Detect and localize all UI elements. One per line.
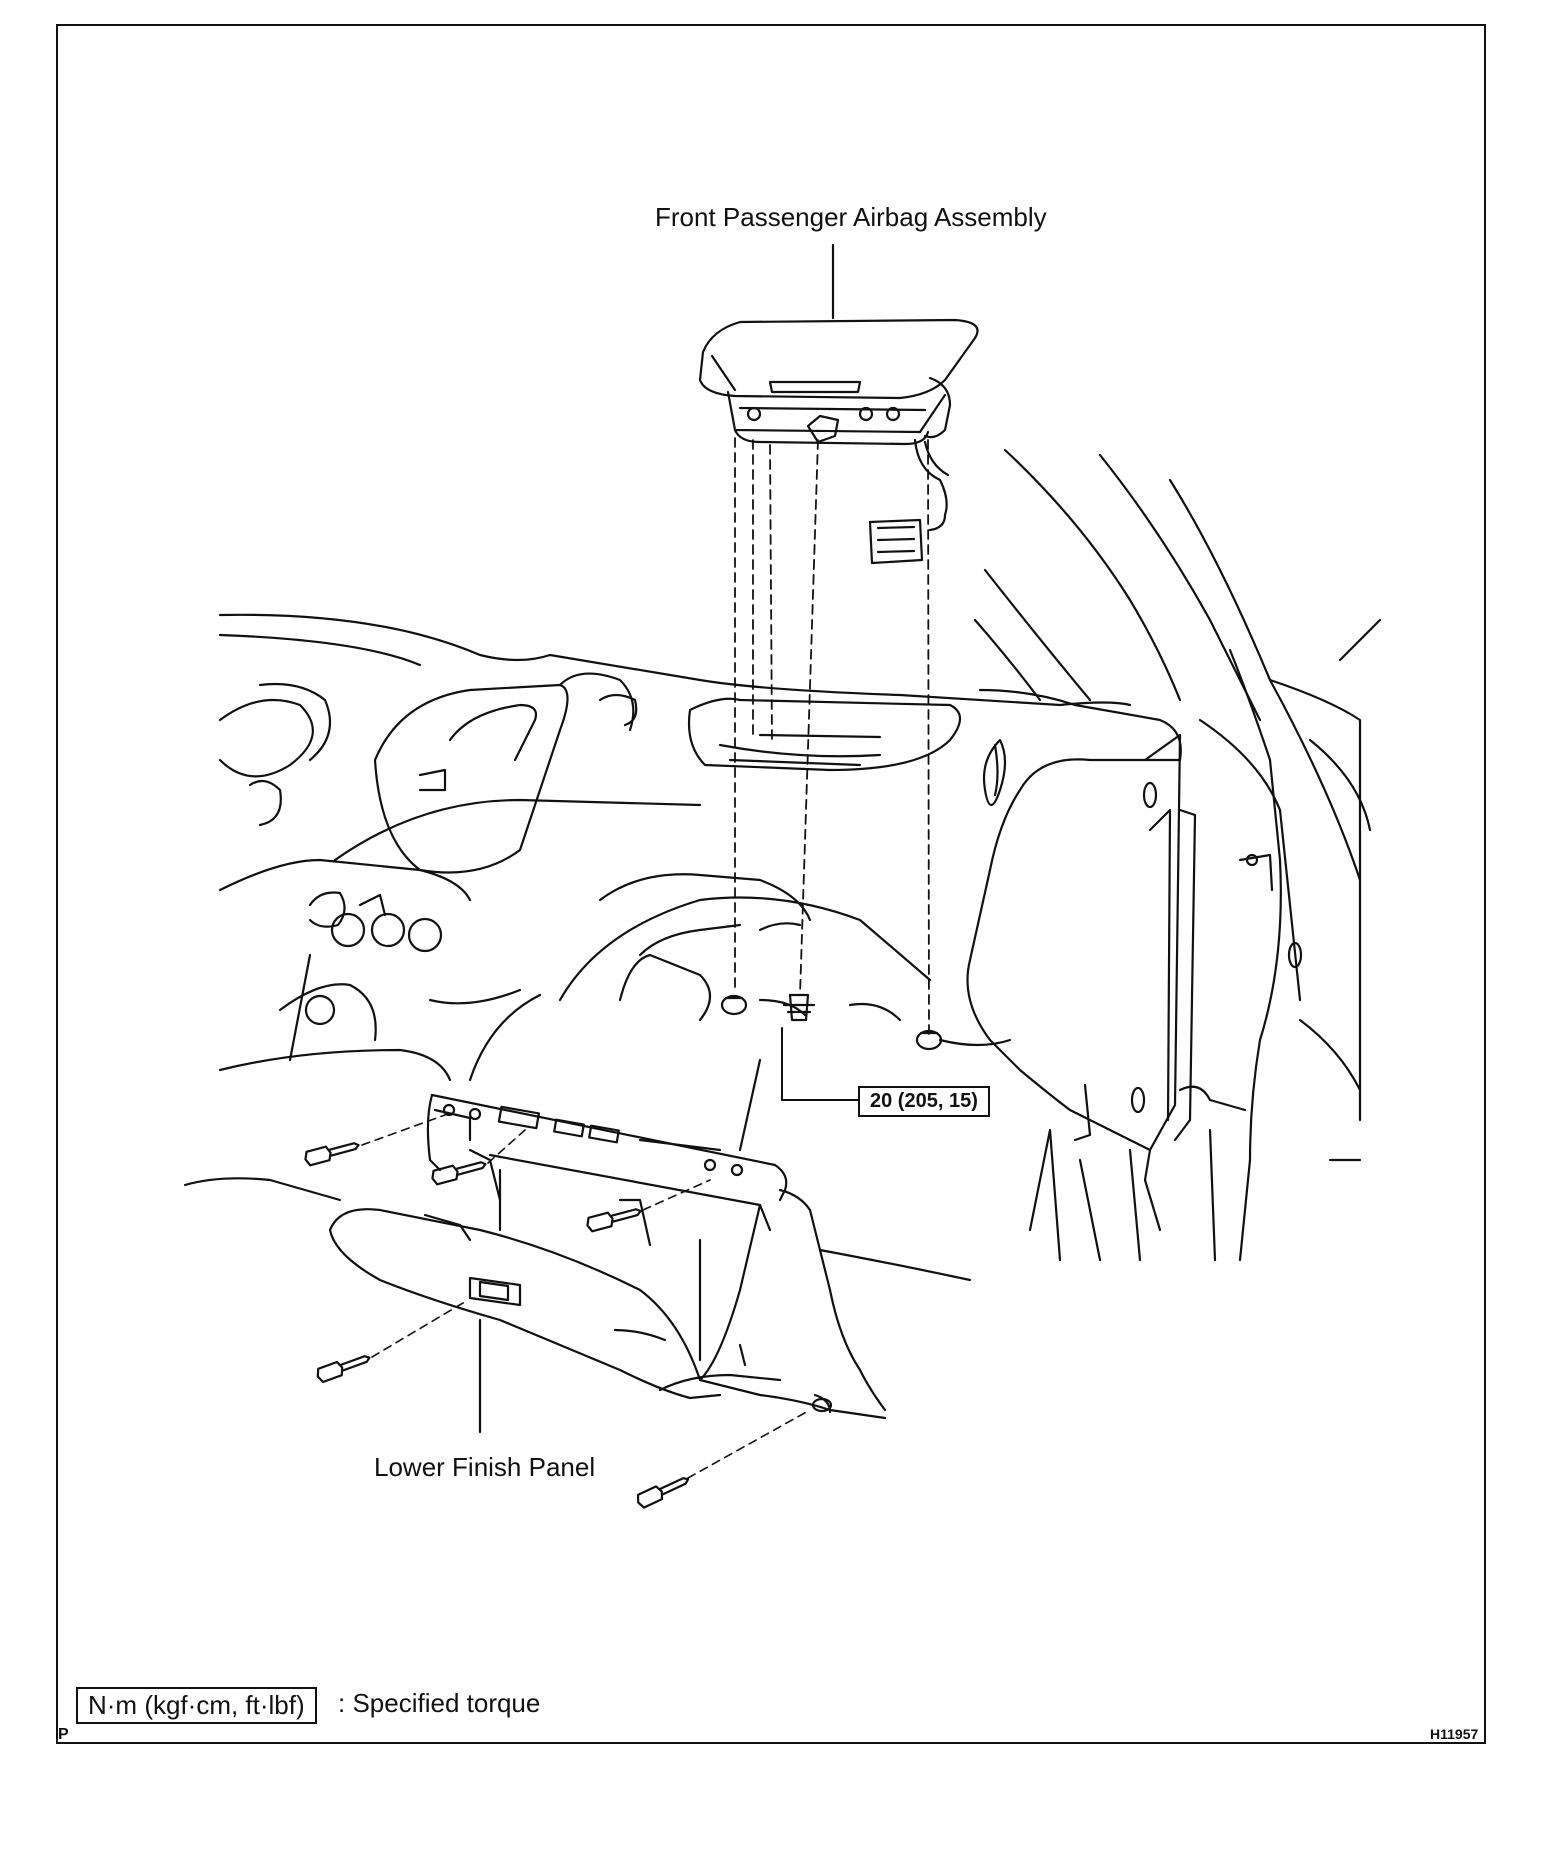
airbag-assembly-label: Front Passenger Airbag Assembly (655, 202, 1047, 232)
diagram-frame (56, 24, 1486, 1744)
panel-screws (304, 1142, 690, 1509)
dashboard-body (183, 448, 1382, 1282)
lower-finish-panel-label: Lower Finish Panel (374, 1452, 596, 1482)
figure-code: H11957 (1430, 1726, 1479, 1742)
corner-mark-left: P (58, 1726, 69, 1743)
torque-spec-box: 20 (205, 15) (858, 1086, 990, 1117)
legend-description: : Specified torque (338, 1688, 541, 1718)
airbag-assembly (698, 318, 979, 565)
alignment-dashes (734, 437, 930, 1036)
legend-torque-units: N·m (kgf·cm, ft·lbf) (76, 1687, 317, 1724)
lower-finish-panel (328, 1058, 887, 1434)
torque-leader-line (781, 1027, 859, 1101)
mounting-clips (720, 993, 943, 1051)
screw-dashes (361, 1114, 811, 1479)
